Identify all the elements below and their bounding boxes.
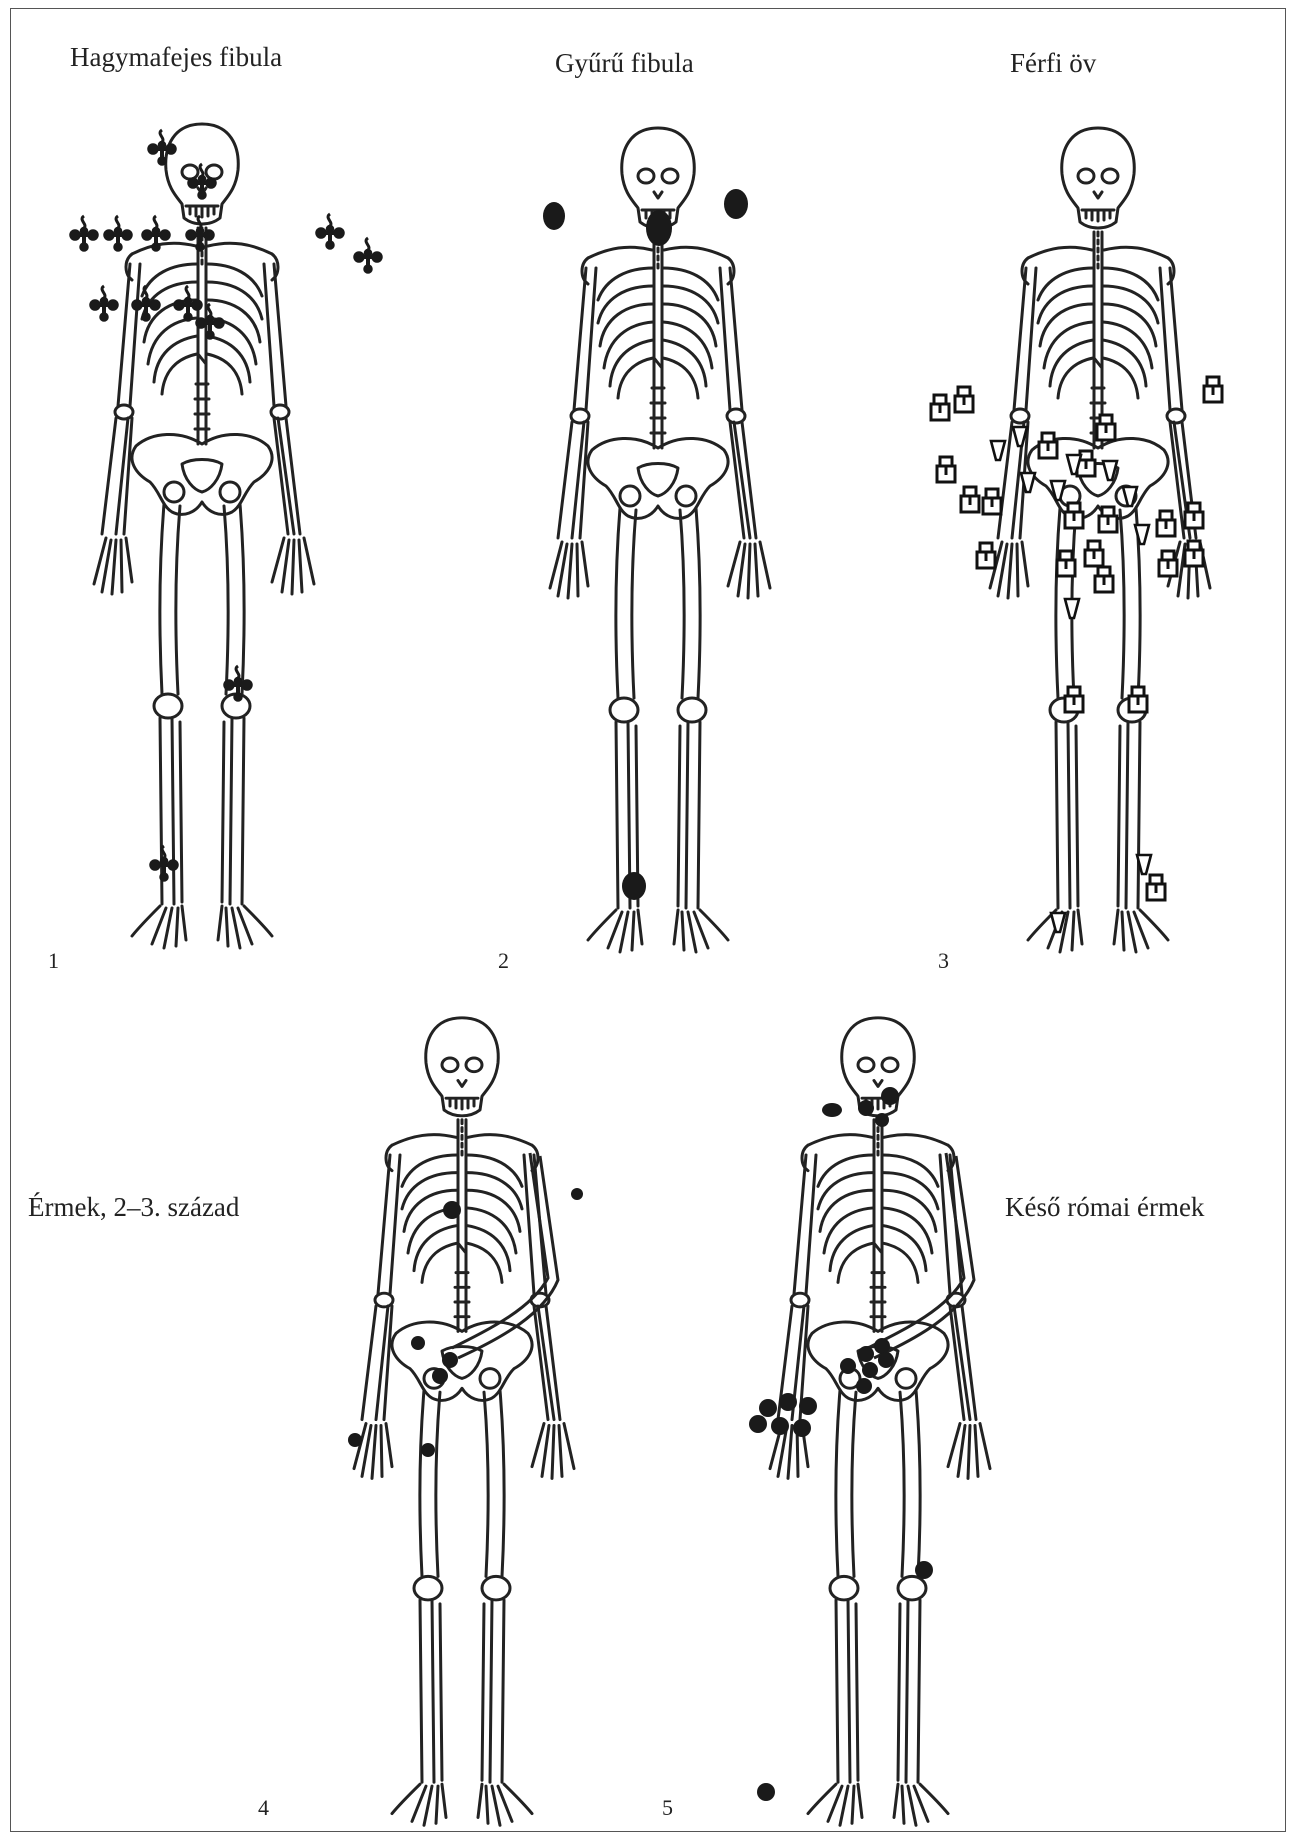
panel-2-number: 2 <box>498 948 509 974</box>
buckle-marker <box>1097 415 1115 440</box>
coin-marker <box>840 1358 856 1374</box>
buckle-marker <box>1147 875 1165 900</box>
skeleton-figure <box>550 128 770 952</box>
buckle-marker <box>1095 567 1113 592</box>
coin-marker <box>432 1368 448 1384</box>
buckle-marker <box>931 395 949 420</box>
panel-1-title: Hagymafejes fibula <box>70 42 282 73</box>
strap-end-marker <box>991 441 1005 460</box>
buckle-marker <box>937 457 955 482</box>
coin-marker <box>411 1336 425 1350</box>
coin-marker <box>878 1352 894 1368</box>
buckle-marker <box>1065 503 1083 528</box>
coin-marker <box>443 1201 461 1219</box>
coin-marker <box>749 1415 767 1433</box>
coin-marker <box>858 1100 874 1116</box>
coin-marker <box>779 1393 797 1411</box>
coin-marker <box>856 1378 872 1394</box>
buckle-marker <box>1204 377 1222 402</box>
fibula-marker <box>105 216 132 251</box>
panel-3-title: Férfi öv <box>1010 48 1096 79</box>
buckle-marker <box>1129 687 1147 712</box>
coin-marker <box>793 1419 811 1437</box>
buckle-marker <box>1039 433 1057 458</box>
panel-3-number: 3 <box>938 948 949 974</box>
skeleton-panel-4 <box>342 1008 582 1838</box>
coin-marker <box>757 1783 775 1801</box>
ring-fibula-marker <box>543 202 565 230</box>
ring-fibula-marker <box>724 189 748 219</box>
panel-4-title: Érmek, 2–3. század <box>28 1192 239 1223</box>
coin-marker <box>858 1346 874 1362</box>
strap-end-marker <box>1051 913 1065 932</box>
panel-5-title: Késő római érmek <box>1005 1192 1204 1223</box>
buckle-marker <box>1159 551 1177 576</box>
skeleton-panel-2 <box>538 118 778 978</box>
buckle-marker <box>955 387 973 412</box>
coin-marker <box>442 1352 458 1368</box>
fibula-marker <box>149 130 176 165</box>
buckle-marker <box>1157 511 1175 536</box>
skeleton-panel-3 <box>978 118 1218 978</box>
fibula-marker <box>91 286 118 321</box>
coin-marker <box>875 1113 889 1127</box>
buckle-marker <box>1085 541 1103 566</box>
skeleton-figure <box>354 1018 574 1826</box>
coin-marker <box>915 1561 933 1579</box>
coin-marker <box>822 1103 842 1117</box>
coin-marker <box>881 1087 899 1105</box>
coin-marker <box>771 1417 789 1435</box>
coin-marker <box>874 1338 890 1354</box>
fibula-marker <box>189 164 216 199</box>
skeleton-panel-1 <box>82 114 322 974</box>
panel-4-number: 4 <box>258 1795 269 1821</box>
panel-1-number: 1 <box>48 948 59 974</box>
panel-2-title: Gyűrű fibula <box>555 48 694 79</box>
buckle-marker <box>1185 503 1203 528</box>
buckle-marker <box>983 489 1001 514</box>
coin-marker <box>862 1362 878 1378</box>
coin-marker <box>799 1397 817 1415</box>
strap-end-marker <box>1065 599 1079 618</box>
skeleton-panel-5 <box>758 1008 998 1838</box>
ring-fibula-marker <box>646 210 672 246</box>
coin-marker <box>421 1443 435 1457</box>
buckle-marker <box>977 543 995 568</box>
buckle-marker <box>1065 687 1083 712</box>
buckle-marker <box>1099 507 1117 532</box>
coin-marker <box>759 1399 777 1417</box>
ring-fibula-marker <box>622 872 646 900</box>
buckle-marker <box>961 487 979 512</box>
coin-marker <box>348 1433 362 1447</box>
strap-end-marker <box>1013 427 1027 446</box>
coin-marker <box>571 1188 583 1200</box>
buckle-marker <box>1185 541 1203 566</box>
panel-5-number: 5 <box>662 1795 673 1821</box>
buckle-marker <box>1057 551 1075 576</box>
